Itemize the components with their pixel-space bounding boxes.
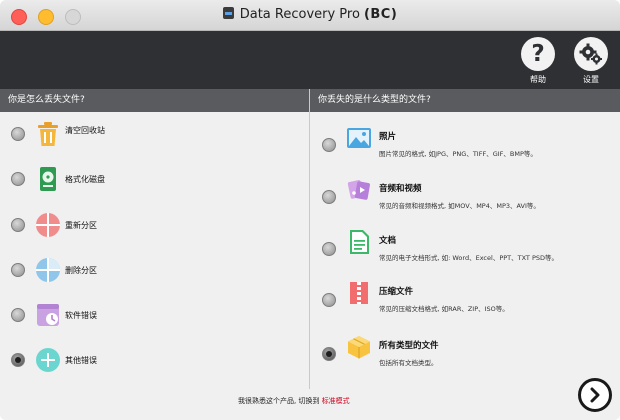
file-type-title: 压缩文件: [379, 287, 414, 297]
help-label: 帮助: [530, 75, 546, 84]
file-type-description: 常见的电子文档形式, 如: Word、Excel、PPT、TXT PSD等。: [379, 254, 559, 262]
file-type-title: 照片: [379, 132, 397, 142]
repartition-icon: [36, 213, 60, 237]
file-type-title: 音频和视频: [379, 184, 422, 194]
all-files-icon: [348, 336, 370, 359]
standard-mode-link[interactable]: 标准模式: [321, 397, 350, 405]
maximize-window-button[interactable]: [65, 9, 81, 25]
file-type-description: 常见的音频和视频格式, 如MOV、MP4、MP3、AVI等。: [379, 202, 540, 210]
minimize-window-button[interactable]: [38, 9, 54, 25]
loss-option-other-error[interactable]: 其他错误: [11, 347, 97, 373]
loss-option-label: 清空回收站: [65, 125, 105, 135]
file-type-radio[interactable]: [322, 293, 336, 307]
file-type-heading: 你丢失的是什么类型的文件?: [310, 89, 620, 112]
software-error-icon: [37, 304, 59, 326]
loss-option-delete-partition[interactable]: 删除分区: [11, 257, 97, 283]
close-window-button[interactable]: [11, 9, 27, 25]
loss-option-repartition[interactable]: 重新分区: [11, 212, 97, 238]
delete-partition-icon: [36, 258, 60, 282]
file-type-audio-video[interactable]: 音频和视频 常见的音频和视频格式, 如MOV、MP4、MP3、AVI等。: [322, 180, 540, 210]
file-type-photo[interactable]: 照片 图片常见的格式, 如JPG、PNG、TIFF、GIF、BMP等。: [322, 128, 537, 158]
file-type-archive[interactable]: 压缩文件 常见的压缩文档格式, 如RAR、ZIP、ISO等。: [322, 282, 509, 313]
top-toolbar: ? 帮助: [0, 31, 620, 89]
audio-video-icon: [347, 180, 370, 200]
file-type-panel: 照片 图片常见的格式, 如JPG、PNG、TIFF、GIF、BMP等。 音频和视…: [310, 112, 620, 390]
file-type-radio[interactable]: [322, 190, 336, 204]
other-error-icon: [36, 348, 60, 372]
help-button[interactable]: ? 帮助: [518, 37, 558, 85]
loss-option-radio[interactable]: [11, 172, 25, 186]
trash-icon: [38, 122, 58, 146]
gear-icon: [574, 37, 608, 71]
settings-label: 设置: [583, 75, 599, 84]
app-logo-icon: [222, 7, 234, 19]
loss-option-label: 软件错误: [65, 310, 97, 320]
panel-divider: [309, 89, 310, 389]
loss-option-radio[interactable]: [11, 263, 25, 277]
file-type-description: 常见的压缩文档格式, 如RAR、ZIP、ISO等。: [379, 305, 509, 313]
mode-switch-prompt: 我很熟悉这个产品, 切换到: [238, 397, 320, 405]
loss-option-radio-selected[interactable]: [11, 353, 25, 367]
chevron-right-icon: [590, 387, 600, 403]
photo-icon: [347, 128, 371, 148]
title-bar: Data Recovery Pro(BC): [0, 0, 620, 31]
file-type-title: 所有类型的文件: [379, 341, 439, 351]
next-button[interactable]: [578, 378, 612, 412]
window-title-text: Data Recovery Pro: [239, 7, 360, 22]
file-type-description: 图片常见的格式, 如JPG、PNG、TIFF、GIF、BMP等。: [379, 150, 537, 158]
window-title-badge: (BC): [363, 7, 398, 22]
settings-button[interactable]: 设置: [571, 37, 611, 85]
loss-option-software-error[interactable]: 软件错误: [11, 302, 97, 328]
loss-option-radio[interactable]: [11, 218, 25, 232]
loss-option-label: 其他错误: [65, 355, 97, 365]
loss-option-format-disk[interactable]: 格式化磁盘: [11, 166, 105, 192]
loss-option-label: 重新分区: [65, 220, 97, 230]
file-type-all[interactable]: 所有类型的文件 包括所有文档类型。: [322, 336, 439, 367]
window-title: Data Recovery Pro(BC): [0, 7, 620, 22]
file-type-radio[interactable]: [322, 242, 336, 256]
loss-option-label: 删除分区: [65, 265, 97, 275]
loss-option-empty-recycle-bin[interactable]: 清空回收站: [11, 121, 105, 147]
loss-option-label: 格式化磁盘: [65, 174, 105, 184]
file-type-description: 包括所有文档类型。: [379, 359, 438, 367]
loss-option-radio[interactable]: [11, 308, 25, 322]
file-type-title: 文档: [379, 236, 397, 246]
file-type-radio-selected[interactable]: [322, 347, 336, 361]
loss-reason-heading: 你是怎么丢失文件?: [0, 89, 309, 112]
footer-bar: 我很熟悉这个产品, 切换到 标准模式: [0, 389, 620, 420]
document-icon: [350, 230, 369, 254]
loss-option-radio[interactable]: [11, 127, 25, 141]
mode-switch-text: 我很熟悉这个产品, 切换到 标准模式: [238, 396, 350, 406]
file-type-radio[interactable]: [322, 138, 336, 152]
help-icon: ?: [521, 37, 555, 71]
loss-reason-panel: 清空回收站 格式化磁盘 重新分区: [0, 112, 309, 390]
archive-icon: [350, 282, 368, 304]
file-type-document[interactable]: 文档 常见的电子文档形式, 如: Word、Excel、PPT、TXT PSD等…: [322, 230, 559, 262]
format-disk-icon: [40, 167, 56, 191]
